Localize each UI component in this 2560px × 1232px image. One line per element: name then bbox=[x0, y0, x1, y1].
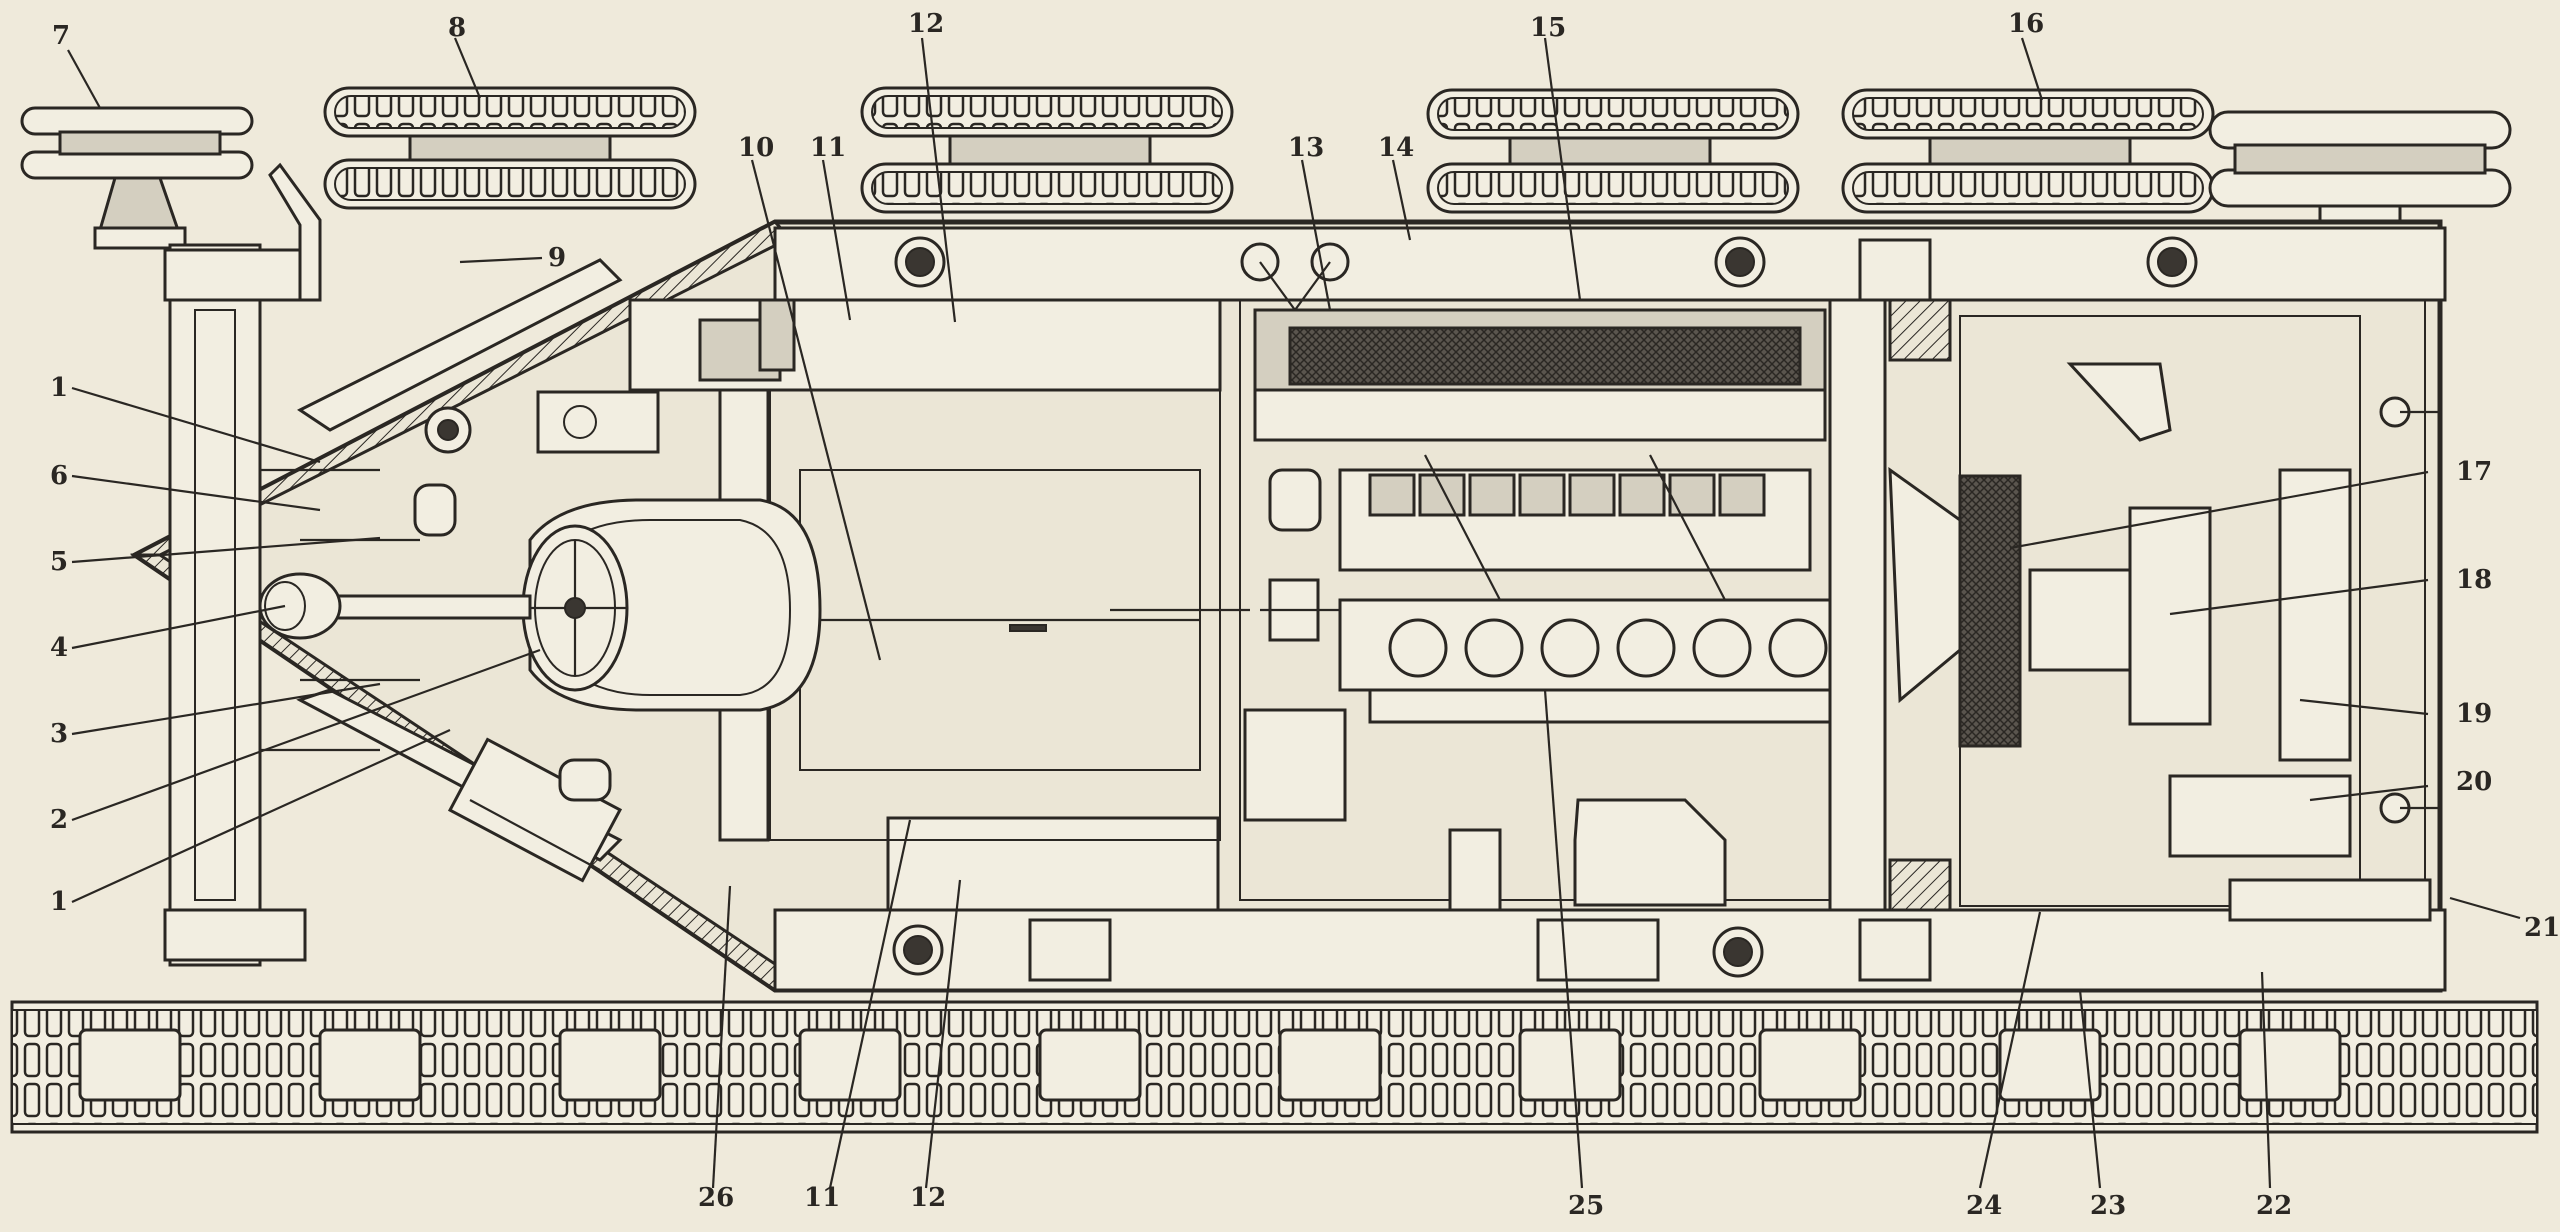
engine-compartment bbox=[1110, 299, 1841, 912]
suspension-housings bbox=[773, 226, 2447, 992]
wheel-pair-12 bbox=[860, 86, 1234, 214]
callout-25: 25 bbox=[1568, 1191, 1604, 1221]
final-drive-19 bbox=[2278, 468, 2352, 762]
spare-road-wheels-top bbox=[20, 86, 2512, 250]
transmission-compartment bbox=[1888, 315, 2440, 922]
callout-5: 5 bbox=[50, 547, 68, 577]
callout-18: 18 bbox=[2456, 565, 2492, 595]
callout-22: 22 bbox=[2256, 1191, 2292, 1221]
callout-16: 16 bbox=[2008, 9, 2044, 39]
track-links bbox=[78, 1028, 2342, 1102]
callout-11-top: 11 bbox=[810, 133, 846, 163]
gearbox-18 bbox=[2128, 506, 2212, 726]
callout-3: 3 bbox=[50, 719, 68, 749]
callout-6: 6 bbox=[50, 461, 68, 491]
callout-17: 17 bbox=[2456, 457, 2492, 487]
callout-7: 7 bbox=[52, 21, 70, 51]
wheel-pair-8 bbox=[323, 86, 697, 210]
callout-11-bottom: 11 bbox=[804, 1183, 840, 1213]
callout-24: 24 bbox=[1966, 1191, 2002, 1221]
callout-14: 14 bbox=[1378, 133, 1414, 163]
cylinder-heads bbox=[1368, 473, 1766, 517]
callout-15: 15 bbox=[1530, 13, 1566, 43]
drive-sprocket-front-top bbox=[20, 106, 254, 250]
callout-1-upper: 1 bbox=[50, 373, 68, 403]
callout-2: 2 bbox=[50, 805, 68, 835]
flywheel-clutch-17 bbox=[1958, 474, 2022, 748]
callout-12-top: 12 bbox=[908, 9, 944, 39]
callout-labels: 7 8 12 15 16 10 11 13 14 9 1 6 5 4 3 2 1… bbox=[50, 9, 2560, 1221]
radiator-grille bbox=[1288, 326, 1802, 386]
leader-lines bbox=[67, 37, 2521, 1189]
engine-block bbox=[1338, 454, 1832, 724]
engine-cylinders bbox=[1388, 618, 1828, 678]
rear-plate-21 bbox=[2228, 878, 2432, 922]
cross-member-bulkhead bbox=[1828, 298, 1952, 912]
callout-8: 8 bbox=[448, 13, 466, 43]
callout-9: 9 bbox=[548, 243, 566, 273]
wheel-pair-16 bbox=[1841, 88, 2215, 214]
steering-brake-20 bbox=[2168, 774, 2352, 858]
wheel-pair-15 bbox=[1426, 88, 1800, 214]
callout-23: 23 bbox=[2090, 1191, 2126, 1221]
callout-10: 10 bbox=[738, 133, 774, 163]
callout-1-lower: 1 bbox=[50, 887, 68, 917]
callout-13: 13 bbox=[1288, 133, 1324, 163]
track-bottom bbox=[10, 1000, 2539, 1134]
return-rollers-top bbox=[894, 236, 2198, 288]
callout-4: 4 bbox=[50, 633, 68, 663]
callout-20: 20 bbox=[2456, 767, 2492, 797]
ammunition-racks bbox=[628, 298, 1222, 912]
callout-12-bottom: 12 bbox=[910, 1183, 946, 1213]
idler-wheel-rear-top bbox=[2208, 110, 2512, 232]
callout-19: 19 bbox=[2456, 699, 2492, 729]
driver-position bbox=[258, 390, 822, 871]
callout-21: 21 bbox=[2524, 913, 2560, 943]
return-rollers-bottom bbox=[892, 924, 1764, 978]
track-tension-linkage-13 bbox=[1240, 242, 1350, 312]
callout-26: 26 bbox=[698, 1183, 734, 1213]
